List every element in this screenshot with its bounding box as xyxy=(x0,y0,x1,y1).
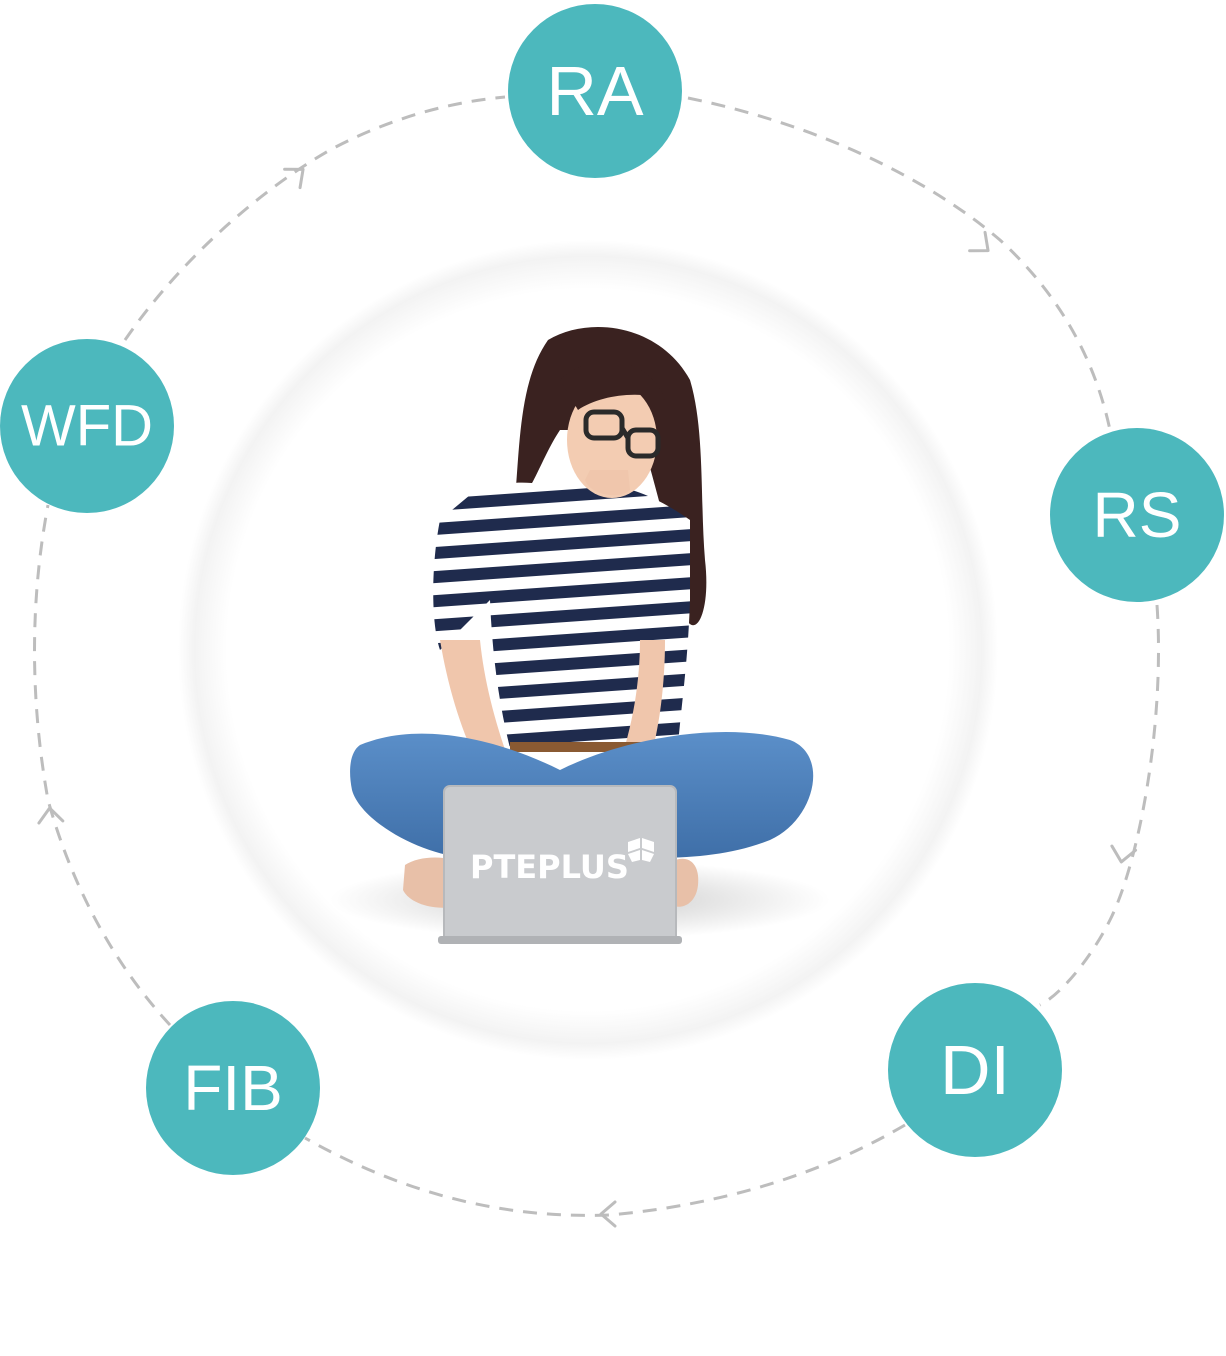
node-circle-di[interactable] xyxy=(888,983,1062,1157)
arrow-head-icon xyxy=(37,806,65,825)
arrow-head-icon xyxy=(599,1200,617,1228)
node-ra[interactable]: RA xyxy=(508,4,682,178)
connector-ring xyxy=(33,95,1160,1228)
student-illustration: PTEPLUS xyxy=(330,327,830,944)
node-label-wfd: WFD xyxy=(21,394,153,459)
node-label-di: DI xyxy=(940,1031,1010,1109)
neck xyxy=(585,470,630,496)
node-label-fib: FIB xyxy=(183,1052,283,1124)
right-foot xyxy=(672,858,699,907)
brand-logo-icon xyxy=(628,838,654,862)
connector-rs-di xyxy=(1039,604,1160,1007)
laptop-brand-text: PTEPLUS xyxy=(470,848,629,886)
glasses xyxy=(583,409,661,459)
node-fib[interactable]: FIB xyxy=(146,1001,320,1175)
node-circle-wfd[interactable] xyxy=(0,339,174,513)
striped-shirt xyxy=(433,482,690,748)
connector-di-fib xyxy=(304,1123,906,1217)
node-wfd[interactable]: WFD xyxy=(0,339,174,513)
node-group: RA RS DI FIB WFD xyxy=(0,4,1224,1175)
node-circle-ra[interactable] xyxy=(508,4,682,178)
node-di[interactable]: DI xyxy=(888,983,1062,1157)
node-circle-fib[interactable] xyxy=(146,1001,320,1175)
connector-fib-wfd xyxy=(33,504,172,1027)
laptop-base xyxy=(438,936,682,944)
hair-fringe xyxy=(560,361,665,410)
connector-ra-rs xyxy=(687,96,1112,431)
arrow-head-icon xyxy=(1110,844,1138,864)
belt xyxy=(510,742,675,752)
node-label-rs: RS xyxy=(1093,479,1182,551)
node-circle-rs[interactable] xyxy=(1050,428,1224,602)
node-label-ra: RA xyxy=(546,52,644,130)
connector-wfd-ra xyxy=(123,95,506,341)
arrow-head-icon xyxy=(283,167,305,190)
node-rs[interactable]: RS xyxy=(1050,428,1224,602)
arrow-head-icon xyxy=(968,230,990,253)
hair xyxy=(515,327,707,626)
